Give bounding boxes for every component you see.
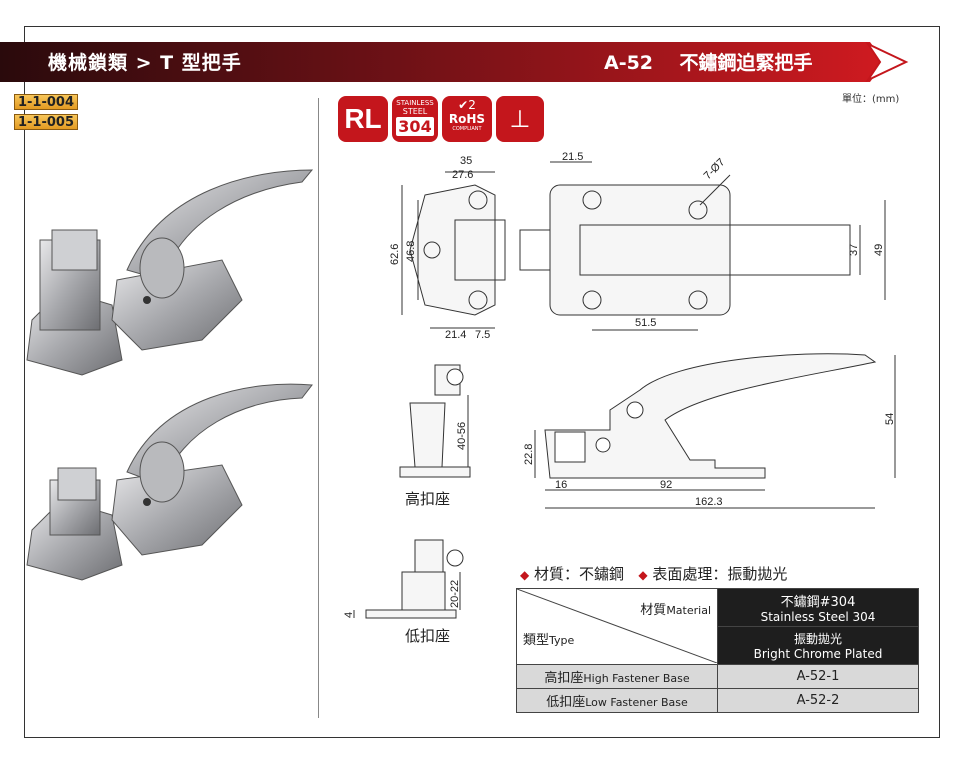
product-code: A-52 [604,52,654,74]
label-high-base: 高扣座 [405,490,451,508]
header-type-en: Type [549,634,575,647]
top-view-drawing: 35 27.6 21.5 7-Ø7 62.6 46.8 21.4 7.5 51.… [389,151,886,341]
dim-21-4: 21.4 [445,329,466,341]
dim-7-5: 7.5 [475,329,490,341]
material-cell: 不鏽鋼#304 Stainless Steel 304 [717,588,919,627]
product-photo-high [26,169,314,376]
dim-54: 54 [884,413,896,425]
dim-21-5: 21.5 [562,151,583,163]
low-base-drawing: 20-22 4 [343,539,464,619]
header-material-en: Material [666,604,711,617]
bullet-icon: ◆ [520,568,530,582]
dim-hole: 7-Ø7 [702,156,728,182]
category-title: 機械鎖類 > T 型把手 [48,52,242,74]
code-tag-2: 1-1-005 [14,114,78,130]
header-banner [0,42,909,82]
dim-35: 35 [460,155,472,167]
badge-stainless: STAINLESS STEEL 304 [392,96,438,142]
spec-table: 材質Material 類型Type 不鏽鋼#304 Stainless Stee… [516,588,919,713]
vertical-divider [318,98,319,718]
dim-49: 49 [873,244,885,256]
side-view-drawing: 54 22.8 16 92 162.3 [523,353,896,509]
dim-20-22: 20-22 [449,580,461,608]
badge-rohs: ✔2 RoHS COMPLIANT [442,96,492,142]
code-tag-1: 1-1-004 [14,94,78,110]
finish-cell: 振動拋光 Bright Chrome Plated [717,626,919,665]
dim-16: 16 [555,479,567,491]
badge-rl: RL [338,96,388,142]
table-row: 高扣座High Fastener Base A-52-1 [516,664,919,689]
material-line: ◆ 材質：不鏽鋼 ◆ 表面處理：振動拋光 [520,563,787,584]
material-text: 材質：不鏽鋼 [534,565,625,583]
product-photo-low [26,383,313,581]
table-header-diagonal: 材質Material 類型Type [516,588,718,665]
table-row: 低扣座Low Fastener Base A-52-2 [516,688,919,713]
dim-37: 37 [848,244,860,256]
dim-46-8: 46.8 [405,241,417,262]
dim-40-56: 40-56 [456,422,468,450]
dim-62-6: 62.6 [389,244,401,265]
product-name: 不鏽鋼迫緊把手 [679,52,813,74]
product-title: A-52 不鏽鋼迫緊把手 [604,48,813,75]
high-base-drawing: 40-56 [399,364,471,478]
bullet-icon: ◆ [638,568,648,582]
label-low-base: 低扣座 [405,627,451,645]
dim-4: 4 [343,612,355,618]
dim-162-3: 162.3 [695,496,723,508]
dim-22-8: 22.8 [523,444,535,465]
badge-adjust-icon: ⊥ [496,96,544,142]
dim-27-6: 27.6 [452,169,473,181]
dim-92: 92 [660,479,672,491]
header-material-cn: 材質 [640,603,667,618]
header-type-cn: 類型 [523,633,550,648]
unit-label: 單位：(mm) [842,94,900,105]
finish-text: 表面處理：振動拋光 [652,565,788,583]
dim-51-5: 51.5 [635,317,656,329]
page-frame [24,26,940,738]
